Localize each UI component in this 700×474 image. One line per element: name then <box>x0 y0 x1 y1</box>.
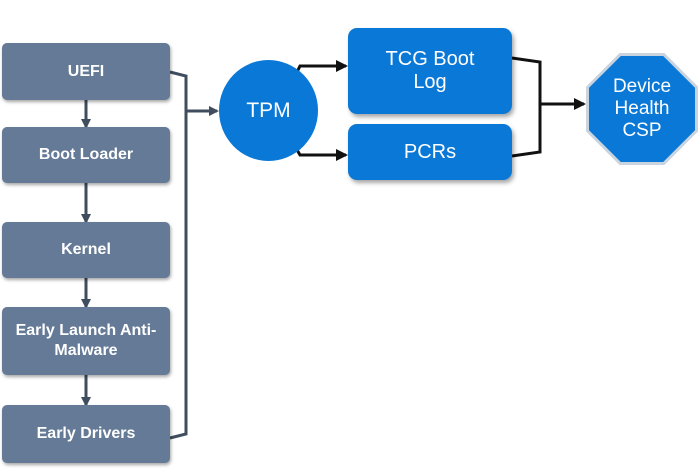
tcg-boot-log-box: TCG Boot Log <box>348 28 512 114</box>
boot-loader-box: Boot Loader <box>2 127 170 183</box>
early-drivers-label: Early Drivers <box>36 425 136 442</box>
boot-loader-label: Boot Loader <box>38 146 134 163</box>
bracket-stack-to-tpm <box>169 70 188 440</box>
pcrs-box: PCRs <box>348 124 512 180</box>
kernel-label: Kernel <box>61 241 111 258</box>
uefi-box: UEFI <box>2 43 170 100</box>
uefi-label: UEFI <box>67 62 105 80</box>
arrow-tpm-to-pcrs <box>294 147 348 161</box>
early-launch-anti-malware-box: Early Launch Anti-Malware <box>2 307 170 375</box>
tpm-label: TPM <box>246 98 291 122</box>
early-launch-anti-malware-label: Early Launch Anti-Malware <box>15 322 157 359</box>
pcrs-label: PCRs <box>403 140 457 163</box>
device-health-csp-node: Device Health CSP <box>589 56 695 162</box>
bracket-to-csp <box>511 56 542 158</box>
tcg-boot-log-label: TCG Boot Log <box>385 48 475 93</box>
kernel-box: Kernel <box>2 222 170 278</box>
arrow-tpm-to-tcg <box>294 60 348 75</box>
device-health-csp-label: Device Health CSP <box>612 76 672 141</box>
tpm-node: TPM <box>219 60 318 161</box>
early-drivers-box: Early Drivers <box>2 405 170 463</box>
